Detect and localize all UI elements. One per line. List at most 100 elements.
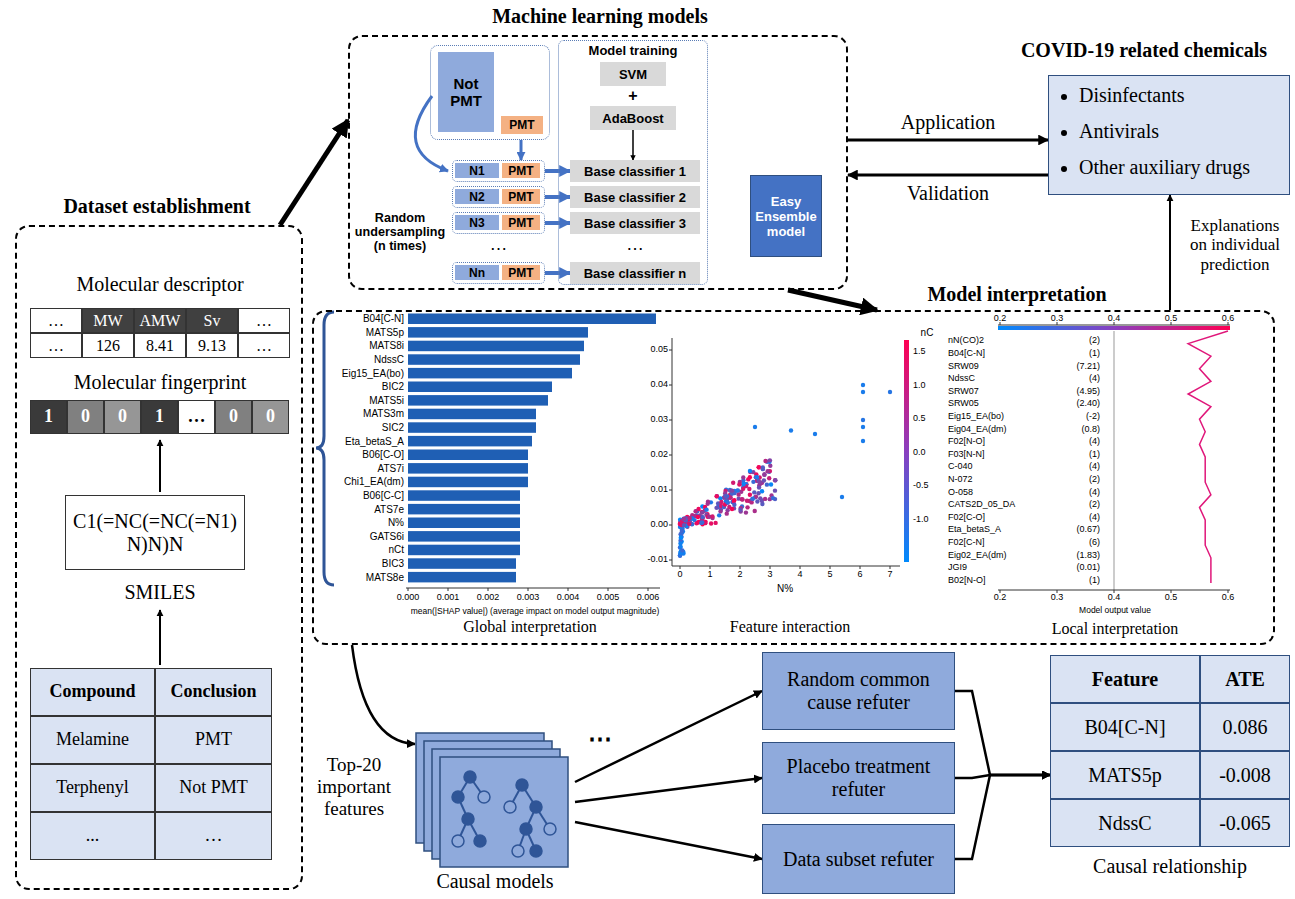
table-cell: Melamine <box>30 716 155 764</box>
tick-label: 6 <box>850 569 870 581</box>
scatter-point <box>710 514 714 518</box>
tree-node <box>504 801 516 813</box>
tick-label: 0.4 <box>1099 313 1129 324</box>
tick-label: 0.004 <box>548 592 588 603</box>
scatter-point <box>741 482 745 486</box>
feature-value: (-2) <box>1045 411 1100 424</box>
subset-box: N2PMT <box>452 186 545 208</box>
tick <box>669 525 672 526</box>
feature-name: NdssC <box>948 373 1040 386</box>
process-label: SVM <box>619 67 647 82</box>
tick <box>448 588 449 591</box>
tick-label: 0.0 <box>913 447 943 459</box>
ellipsis: ⋯ <box>582 724 618 754</box>
refuter-label: Data subset refuter <box>769 848 948 871</box>
tree-node <box>530 801 542 813</box>
scatter-point <box>745 499 749 503</box>
tick <box>568 588 569 591</box>
feature-value: (2) <box>1045 335 1100 348</box>
feature-value: (4) <box>1045 486 1100 499</box>
scatter-point <box>714 494 718 498</box>
edge-label: Explanations on individual prediction <box>1182 212 1288 278</box>
table-cell: B04[C-N] <box>1050 703 1200 751</box>
connector <box>955 691 1050 775</box>
feature-value: (4) <box>1045 436 1100 449</box>
importance-bar <box>408 477 528 488</box>
scatter-point <box>709 521 713 525</box>
scatter-point <box>700 516 704 520</box>
text-label: SMILES <box>30 580 290 604</box>
colorbar-title: nC <box>912 326 942 339</box>
scatter-point <box>861 390 865 394</box>
scatter-point <box>755 499 759 503</box>
scatter-point <box>765 482 769 486</box>
feature-value: (0.8) <box>1045 423 1100 436</box>
scatter-point <box>748 475 752 479</box>
text-label: Random undersampling (n times) <box>352 205 448 261</box>
connector <box>575 822 762 859</box>
fingerprint-bit: 0 <box>67 400 104 434</box>
chart-title: Local interpretation <box>1015 619 1215 639</box>
scatter-point <box>861 425 865 429</box>
scatter-point <box>745 505 749 509</box>
process-box: Base classifier 1 <box>570 160 700 182</box>
class-block: PMT <box>502 265 540 280</box>
feature-name: Eig04_EA(dm) <box>948 423 1040 436</box>
scatter-point <box>678 541 682 545</box>
scatter-point <box>771 496 775 500</box>
tick-label: 0.001 <box>428 592 468 603</box>
scatter-point <box>773 488 777 492</box>
importance-bar <box>408 314 656 325</box>
scatter-point <box>680 529 684 533</box>
feature-value: (4) <box>1045 511 1100 524</box>
feature-name: Eig15_EA(bo) <box>322 366 404 380</box>
tick-label: 0.5 <box>1156 313 1186 324</box>
scatter-point <box>763 459 767 463</box>
scatter-point <box>767 476 771 480</box>
tick-label: 3 <box>760 569 780 581</box>
feature-name: CATS2D_05_DA <box>948 499 1040 512</box>
descriptor-cell: … <box>238 308 290 333</box>
tick <box>648 588 649 591</box>
table-cell: MATS5p <box>1050 751 1200 799</box>
text-label: Molecular fingerprint <box>30 370 290 394</box>
scatter-point <box>682 517 686 521</box>
scatter-point <box>768 458 772 462</box>
table-cell: -0.065 <box>1200 799 1290 847</box>
table-cell: ATE <box>1200 655 1290 703</box>
fingerprint-bit: 0 <box>104 400 141 434</box>
feature-name: SIC2 <box>322 421 404 435</box>
descriptor-cell: AMW <box>134 308 186 333</box>
scatter-point <box>751 480 755 484</box>
feature-name: Chi1_EA(dm) <box>322 475 404 489</box>
text-label: … <box>570 232 700 258</box>
tick-label: 7 <box>880 569 900 581</box>
scatter-point <box>769 482 773 486</box>
feature-name: Eta_betaS_A <box>948 524 1040 537</box>
refuter-box: Data subset refuter <box>762 824 955 894</box>
scatter-point <box>680 548 684 552</box>
causal-models: Causal models <box>415 732 575 892</box>
ate-table: FeatureATEB04[C-N]0.086MATS5p-0.008NdssC… <box>1050 655 1290 887</box>
scatter-point <box>763 497 767 501</box>
scatter-point <box>705 502 709 506</box>
process-label: AdaBoost <box>602 111 663 126</box>
descriptor-cell: … <box>238 333 290 358</box>
feature-value: (6) <box>1045 537 1100 550</box>
importance-bar <box>408 545 520 556</box>
scatter-point <box>729 495 733 499</box>
feature-name: N% <box>322 516 404 530</box>
scatter-point <box>725 511 729 515</box>
table-cell: NdssC <box>1050 799 1200 847</box>
tick-label: 0.5 <box>1156 592 1186 603</box>
feature-name: B06[C-C] <box>322 489 404 503</box>
scatter-point <box>762 472 766 476</box>
scatter-point <box>741 475 745 479</box>
connector <box>1169 195 1171 310</box>
feature-value: (1) <box>1045 448 1100 461</box>
feature-value: (1) <box>1045 574 1100 587</box>
process-box: SVM <box>600 62 666 86</box>
scatter-point <box>732 503 736 507</box>
text-label: + <box>600 86 666 106</box>
bullet-dot <box>1061 94 1067 100</box>
